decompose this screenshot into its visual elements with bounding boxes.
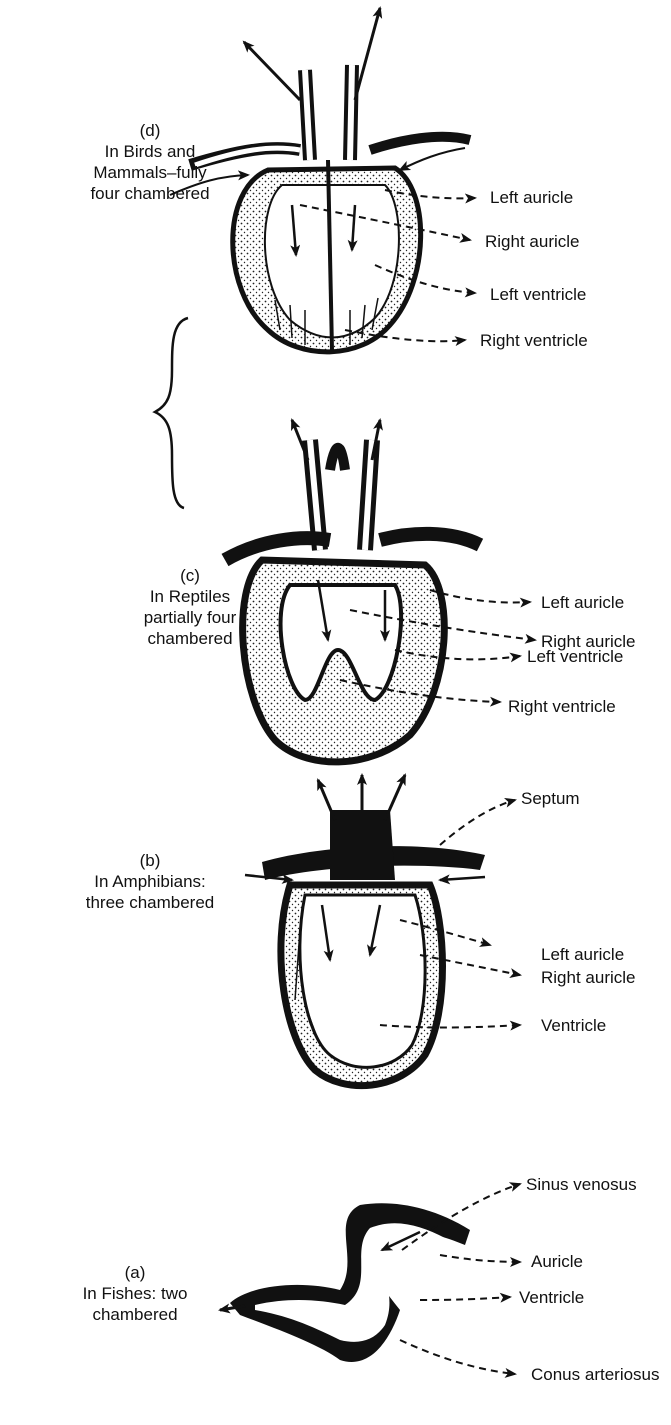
label-b-right-auricle: Right auricle [541, 968, 636, 988]
caption-d: (d) In Birds and Mammals–fully four cham… [55, 120, 245, 204]
caption-b: (b) In Amphibians: three chambered [55, 850, 245, 913]
caption-c: (c) In Reptiles partially four chambered [100, 565, 280, 649]
caption-c-line-3: partially four [100, 607, 280, 628]
label-b-ventricle: Ventricle [541, 1016, 606, 1036]
caption-d-line-2: In Birds and [55, 141, 245, 162]
label-c-right-ventricle: Right ventricle [508, 697, 616, 717]
curly-brace [155, 318, 188, 508]
label-a-conus-arteriosus: Conus arteriosus [531, 1365, 660, 1385]
caption-b-line-3: three chambered [55, 892, 245, 913]
heart-b-amphibians [245, 775, 520, 1086]
caption-a-line-1: (a) [40, 1262, 230, 1283]
caption-d-line-1: (d) [55, 120, 245, 141]
label-a-sinus-venosus: Sinus venosus [526, 1175, 637, 1195]
label-d-left-ventricle: Left ventricle [490, 285, 586, 305]
label-b-left-auricle: Left auricle [541, 945, 624, 965]
caption-d-line-4: four chambered [55, 183, 245, 204]
caption-a-line-3: chambered [40, 1304, 230, 1325]
caption-c-line-1: (c) [100, 565, 280, 586]
caption-b-line-1: (b) [55, 850, 245, 871]
label-a-ventricle: Ventricle [519, 1288, 584, 1308]
label-c-left-ventricle: Left ventricle [527, 647, 623, 667]
caption-d-line-3: Mammals–fully [55, 162, 245, 183]
label-c-left-auricle: Left auricle [541, 593, 624, 613]
caption-c-line-2: In Reptiles [100, 586, 280, 607]
caption-a-line-2: In Fishes: two [40, 1283, 230, 1304]
caption-b-line-2: In Amphibians: [55, 871, 245, 892]
caption-a: (a) In Fishes: two chambered [40, 1262, 230, 1325]
caption-c-line-4: chambered [100, 628, 280, 649]
label-b-septum: Septum [521, 789, 580, 809]
label-d-left-auricle: Left auricle [490, 188, 573, 208]
label-a-auricle: Auricle [531, 1252, 583, 1272]
label-d-right-ventricle: Right ventricle [480, 331, 588, 351]
heart-a-fishes [220, 1184, 520, 1374]
label-d-right-auricle: Right auricle [485, 232, 580, 252]
